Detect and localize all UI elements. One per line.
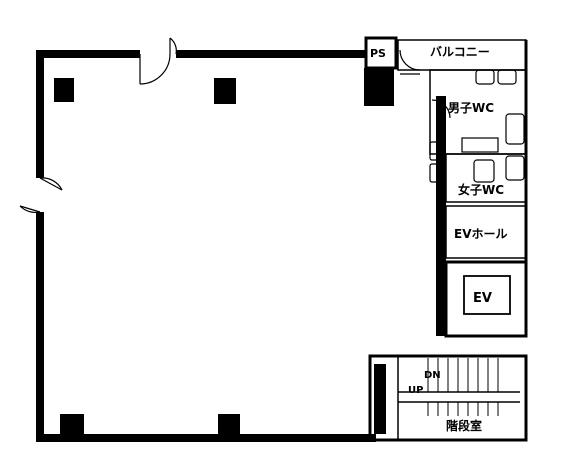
label-balcony: バルコニー bbox=[430, 45, 490, 59]
label-ps: PS bbox=[370, 47, 386, 60]
label-dn: DN bbox=[424, 370, 441, 381]
columns bbox=[54, 68, 394, 438]
ps-room bbox=[364, 36, 398, 70]
wc-fixtures bbox=[399, 49, 525, 183]
bottom-windows bbox=[86, 434, 340, 442]
top-door[interactable] bbox=[139, 37, 177, 85]
ev-shaft bbox=[444, 260, 528, 338]
ev-car bbox=[463, 275, 511, 315]
column-bottom-left bbox=[60, 414, 84, 438]
label-mens-wc: 男子WC bbox=[448, 101, 494, 115]
column-bottom-mid bbox=[218, 414, 240, 438]
stairwell bbox=[368, 354, 528, 442]
label-womens-wc: 女子WC bbox=[458, 182, 504, 197]
column-top-mid bbox=[214, 78, 236, 104]
column-bottom-right bbox=[374, 364, 386, 434]
womens-wc bbox=[445, 153, 527, 203]
left-door[interactable] bbox=[19, 177, 63, 214]
stair-treads bbox=[427, 358, 499, 416]
label-stair-room: 階段室 bbox=[446, 418, 482, 433]
ev-hall bbox=[445, 205, 527, 259]
label-up: UP bbox=[408, 385, 423, 396]
column-top-left bbox=[54, 78, 74, 102]
column-top-right bbox=[364, 68, 394, 106]
label-ev: EV bbox=[473, 291, 492, 306]
label-ev-hall: EVホール bbox=[454, 227, 508, 241]
